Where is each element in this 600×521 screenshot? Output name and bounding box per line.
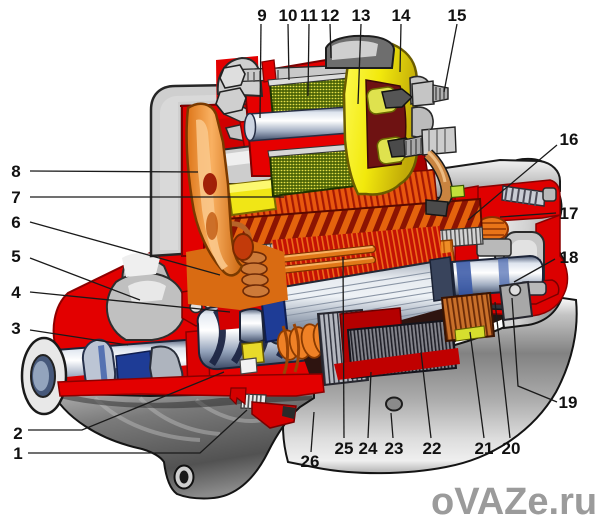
svg-text:8: 8 bbox=[11, 162, 20, 181]
svg-text:12: 12 bbox=[321, 6, 340, 25]
svg-text:oVAZe.ru: oVAZe.ru bbox=[431, 481, 597, 521]
svg-text:22: 22 bbox=[423, 439, 442, 458]
svg-text:1: 1 bbox=[13, 444, 22, 463]
svg-text:17: 17 bbox=[560, 204, 579, 223]
svg-text:26: 26 bbox=[301, 452, 320, 471]
svg-text:19: 19 bbox=[559, 393, 578, 412]
svg-text:10: 10 bbox=[279, 6, 298, 25]
svg-text:15: 15 bbox=[448, 6, 467, 25]
svg-text:16: 16 bbox=[560, 130, 579, 149]
svg-text:14: 14 bbox=[392, 6, 411, 25]
svg-text:6: 6 bbox=[11, 213, 20, 232]
svg-text:23: 23 bbox=[385, 439, 404, 458]
svg-text:2: 2 bbox=[13, 424, 22, 443]
svg-text:24: 24 bbox=[359, 439, 378, 458]
svg-text:20: 20 bbox=[502, 439, 521, 458]
svg-text:18: 18 bbox=[560, 248, 579, 267]
svg-text:9: 9 bbox=[257, 6, 266, 25]
svg-text:11: 11 bbox=[300, 6, 318, 25]
svg-text:3: 3 bbox=[11, 319, 20, 338]
svg-text:4: 4 bbox=[11, 283, 21, 302]
svg-text:5: 5 bbox=[11, 247, 20, 266]
svg-text:21: 21 bbox=[475, 439, 494, 458]
svg-text:7: 7 bbox=[11, 188, 20, 207]
svg-text:13: 13 bbox=[352, 6, 371, 25]
svg-text:25: 25 bbox=[335, 439, 354, 458]
